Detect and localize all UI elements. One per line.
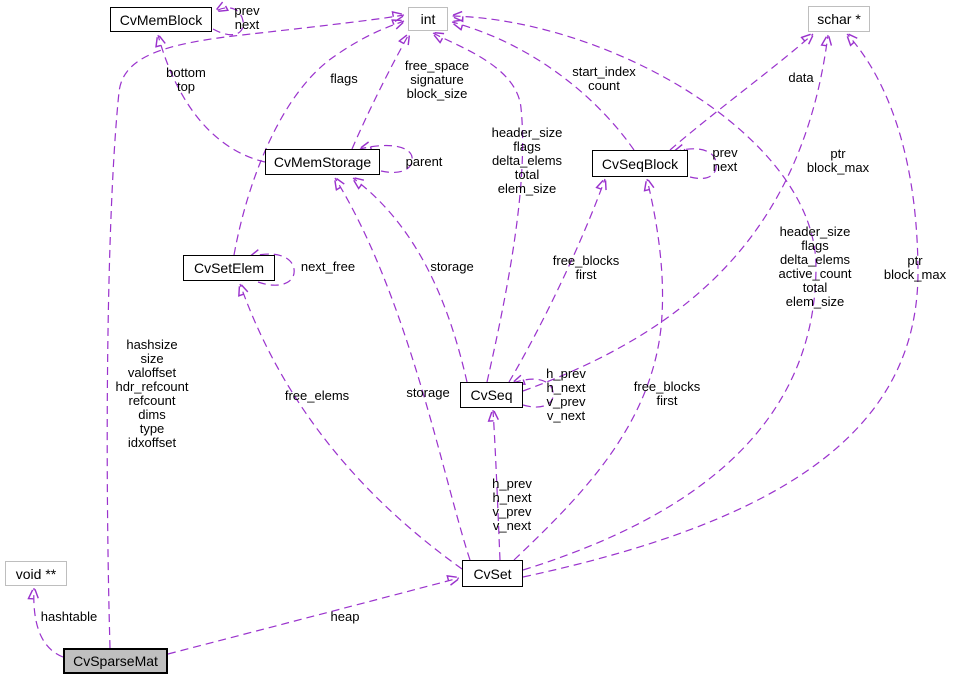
edge-label-cvset-ptr-block-max: ptr block_max (883, 253, 947, 282)
edge-label-next-free: next_free (300, 259, 356, 274)
edge-label-cvseq-self: h_prev h_next v_prev v_next (546, 366, 586, 423)
edge-cvmemstorage-to-cvmemblock (158, 35, 266, 163)
edge-label-heap: heap (330, 609, 360, 624)
edge-label-flags: flags (330, 71, 358, 86)
edge-cvseq-to-cvmemstorage (353, 178, 468, 383)
edge-label-cvset-header-fields: header_size flags delta_elems active_cou… (778, 224, 852, 309)
edge-label-free-space: free_space signature block_size (404, 58, 470, 101)
edge-cvset-to-int (452, 16, 817, 571)
edge-cvmemstorage-to-int (351, 34, 409, 150)
node-cvset[interactable]: CvSet (462, 560, 523, 587)
edge-label-cvseqblock-self: prev next (712, 145, 738, 174)
edge-label-cvseq-free-blocks: free_blocks first (552, 253, 620, 282)
edge-label-data: data (788, 70, 814, 85)
edge-label-free-elems: free_elems (284, 388, 350, 403)
node-cvseqblock[interactable]: CvSeqBlock (592, 150, 688, 177)
edge-cvset-to-cvmemstorage (335, 178, 471, 561)
edge-label-parent: parent (405, 154, 443, 169)
edge-label-cvset-hprev: h_prev h_next v_prev v_next (492, 476, 532, 533)
node-int: int (408, 7, 448, 31)
node-schar-ptr: schar * (808, 6, 870, 32)
edge-label-cvmemblock-self: prev next (234, 3, 260, 32)
node-cvmemblock[interactable]: CvMemBlock (110, 7, 212, 32)
edge-cvseq-self (513, 379, 554, 408)
edge-cvseqblock-to-schar (669, 34, 813, 151)
edge-label-cvseq-storage: storage (430, 259, 474, 274)
edge-cvset-to-cvsetelem (240, 284, 463, 570)
edge-label-start-index-count: start_index count (572, 64, 636, 93)
edge-label-cvset-free-blocks: free_blocks first (633, 379, 701, 408)
edge-label-sparsemat-int-fields: hashsize size valoffset hdr_refcount ref… (115, 337, 189, 450)
edge-label-bottom-top: bottom top (166, 65, 206, 94)
edge-cvseq-to-int (433, 33, 524, 383)
edge-label-cvseq-ptr-block-max: ptr block_max (806, 146, 870, 175)
edge-cvseq-to-schar (522, 35, 828, 392)
edge-cvsparsemat-to-voidpp (34, 588, 64, 658)
node-cvseq[interactable]: CvSeq (460, 382, 523, 408)
edge-cvmemstorage-self (360, 146, 413, 173)
edge-cvsparsemat-to-cvset (167, 578, 459, 655)
edge-cvsetelem-to-int (233, 21, 404, 256)
edge-cvset-to-cvseqblock (513, 179, 664, 561)
edge-cvsparsemat-to-int (106, 15, 404, 649)
edge-cvset-to-cvseq (493, 410, 500, 561)
edge-label-cvseq-header-fields: header_size flags delta_elems total elem… (491, 125, 563, 196)
edge-cvmemblock-self (213, 8, 244, 36)
node-void-ptr-ptr: void ** (5, 561, 67, 586)
edge-label-hashtable: hashtable (40, 609, 98, 624)
node-cvsetelem[interactable]: CvSetElem (183, 255, 275, 281)
edge-label-cvset-storage: storage (406, 385, 450, 400)
node-cvsparsemat: CvSparseMat (63, 648, 168, 674)
edge-cvsetelem-self (250, 254, 295, 286)
edge-cvseq-to-cvseqblock (508, 179, 605, 383)
edge-cvseqblock-self (674, 149, 717, 180)
edge-cvset-to-schar (522, 34, 919, 578)
node-cvmemstorage[interactable]: CvMemStorage (265, 149, 380, 175)
